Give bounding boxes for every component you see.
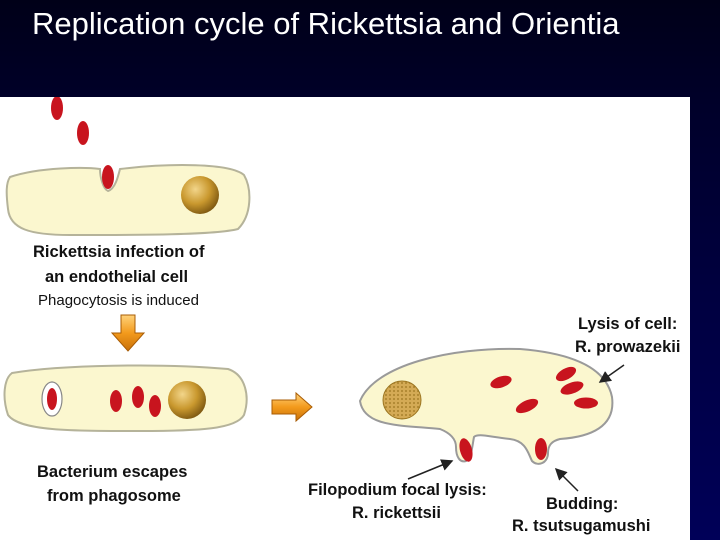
bacterium <box>110 390 122 412</box>
bacterium <box>149 395 161 417</box>
step1-label-line2: an endothelial cell <box>45 268 188 286</box>
bacterium <box>560 381 584 395</box>
bacterium <box>555 366 577 382</box>
bacterium <box>574 397 598 409</box>
step2-label-line1: Bacterium escapes <box>37 463 187 481</box>
filopodium-label-line2: R. rickettsii <box>352 504 441 522</box>
bacterium <box>535 438 547 460</box>
right-arrow-icon <box>271 391 313 423</box>
step1-sublabel: Phagocytosis is induced <box>38 292 199 309</box>
bacterium <box>459 438 473 462</box>
replication-diagram: Rickettsia infection of an endothelial c… <box>3 97 680 535</box>
lysis-pointer <box>598 364 625 383</box>
step1-label-line1: Rickettsia infection of <box>33 243 205 261</box>
budding-label-line1: Budding: <box>546 495 618 513</box>
down-arrow-icon <box>110 314 146 352</box>
bacterium <box>47 388 57 410</box>
step2-label-line2: from phagosome <box>47 487 181 505</box>
budding-pointer <box>554 467 579 492</box>
diagram-panel: Rickettsia infection of an endothelial c… <box>0 97 690 540</box>
bacterium <box>132 386 144 408</box>
bacterium <box>51 97 63 120</box>
bacterium <box>490 375 512 389</box>
nucleus-icon <box>382 380 422 420</box>
filopodium-pointer <box>407 459 454 480</box>
budding-label-line2: R. tsutsugamushi <box>512 517 650 535</box>
bacterium <box>102 165 114 189</box>
infection-cell <box>5 164 251 237</box>
slide-title: Replication cycle of Rickettsia and Orie… <box>32 6 620 41</box>
escape-cell <box>3 364 248 433</box>
lysis-label-line1: Lysis of cell: <box>578 315 677 333</box>
bacterium <box>77 121 89 145</box>
replication-cell <box>358 347 614 465</box>
nucleus-icon <box>168 381 206 419</box>
bacterium <box>515 398 539 414</box>
filopodium-label-line1: Filopodium focal lysis: <box>308 481 487 499</box>
lysis-label-line2: R. prowazekii <box>575 338 680 356</box>
nucleus-icon <box>181 176 219 214</box>
